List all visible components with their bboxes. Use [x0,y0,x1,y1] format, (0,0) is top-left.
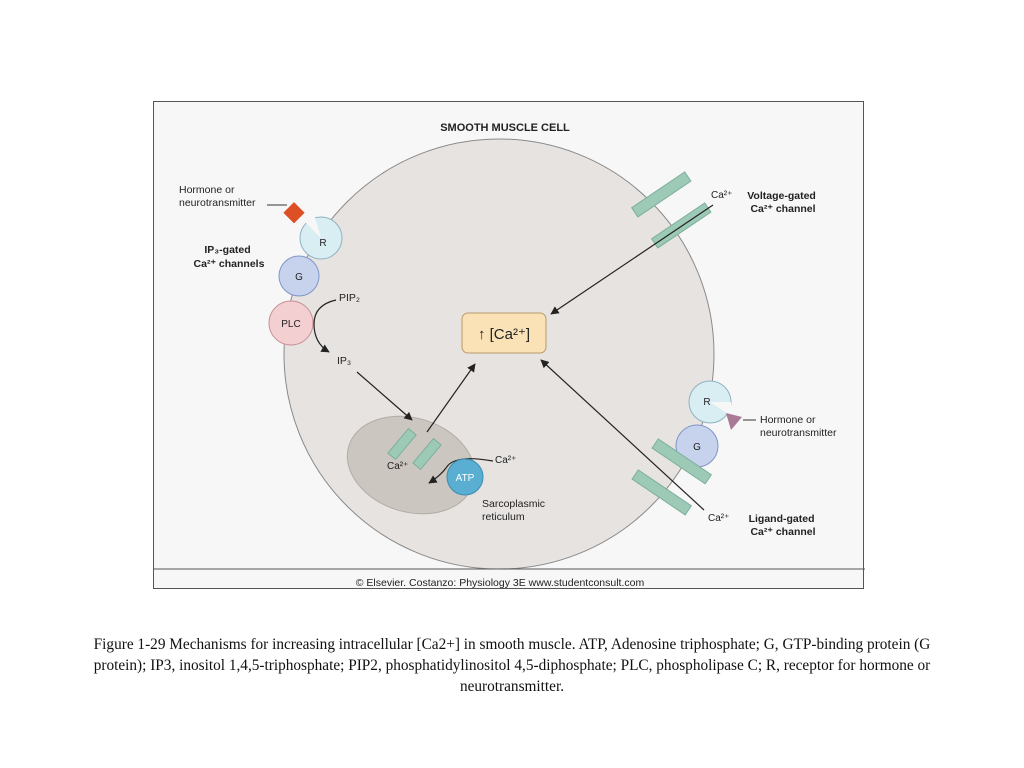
receptor-right: R [688,380,732,424]
g-protein-top: G [278,255,320,297]
sr-release-ion-label: Ca²⁺ [387,461,408,472]
ligand-gated-channel [631,438,713,516]
credit-line: © Elsevier. Costanzo: Physiology 3E www.… [356,577,645,589]
voltage-ion-label: Ca²⁺ [711,190,732,201]
atp-pump: ATP [446,458,484,496]
sarcoplasmic-reticulum-label: Sarcoplasmic reticulum [482,498,548,523]
sr-release-arrow [426,363,476,433]
calcium-increase-label: ↑ [Ca²⁺] [478,326,530,343]
pip2-label: PIP₂ [339,292,360,304]
plc-enzyme: PLC [268,300,314,346]
ip3-to-channel-arrow [356,371,413,421]
figure-panel: SMOOTH MUSCLE CELL ↑ [Ca²⁺] Hormone or n… [153,101,865,589]
atp-pump-arrow [428,458,494,484]
voltage-influx-arrow [550,204,714,315]
svg-text:G: G [693,442,701,453]
svg-text:ATP: ATP [456,473,475,484]
receptor-top: R [299,214,343,260]
ligand-influx-arrow [540,359,705,511]
svg-text:R: R [703,397,710,408]
ip3-gated-channels-label: IP₃-gated Ca²⁺ channels [194,244,265,270]
hormone-triangle-icon [726,413,742,430]
ligand-ion-label: Ca²⁺ [708,513,729,524]
hormone-label-top: Hormone or neurotransmitter [179,184,256,209]
ligand-gated-label: Ligand-gated Ca²⁺ channel [749,513,818,538]
svg-text:G: G [295,272,303,283]
diagram-title: SMOOTH MUSCLE CELL [440,122,570,134]
calcium-increase-box: ↑ [Ca²⁺] [461,312,547,354]
svg-text:R: R [319,238,326,249]
figure-caption: Figure 1-29 Mechanisms for increasing in… [93,636,931,695]
pip2-to-ip3-arrow [313,299,337,353]
sr-uptake-ion-label: Ca²⁺ [495,455,516,466]
voltage-gated-label: Voltage-gated Ca²⁺ channel [747,190,819,215]
ip3-label: IP₃ [337,355,351,367]
smooth-muscle-diagram: SMOOTH MUSCLE CELL ↑ [Ca²⁺] Hormone or n… [154,122,865,589]
svg-text:PLC: PLC [281,319,300,330]
ip3-gated-channel [387,427,442,471]
hormone-label-right: Hormone or neurotransmitter [760,414,837,439]
